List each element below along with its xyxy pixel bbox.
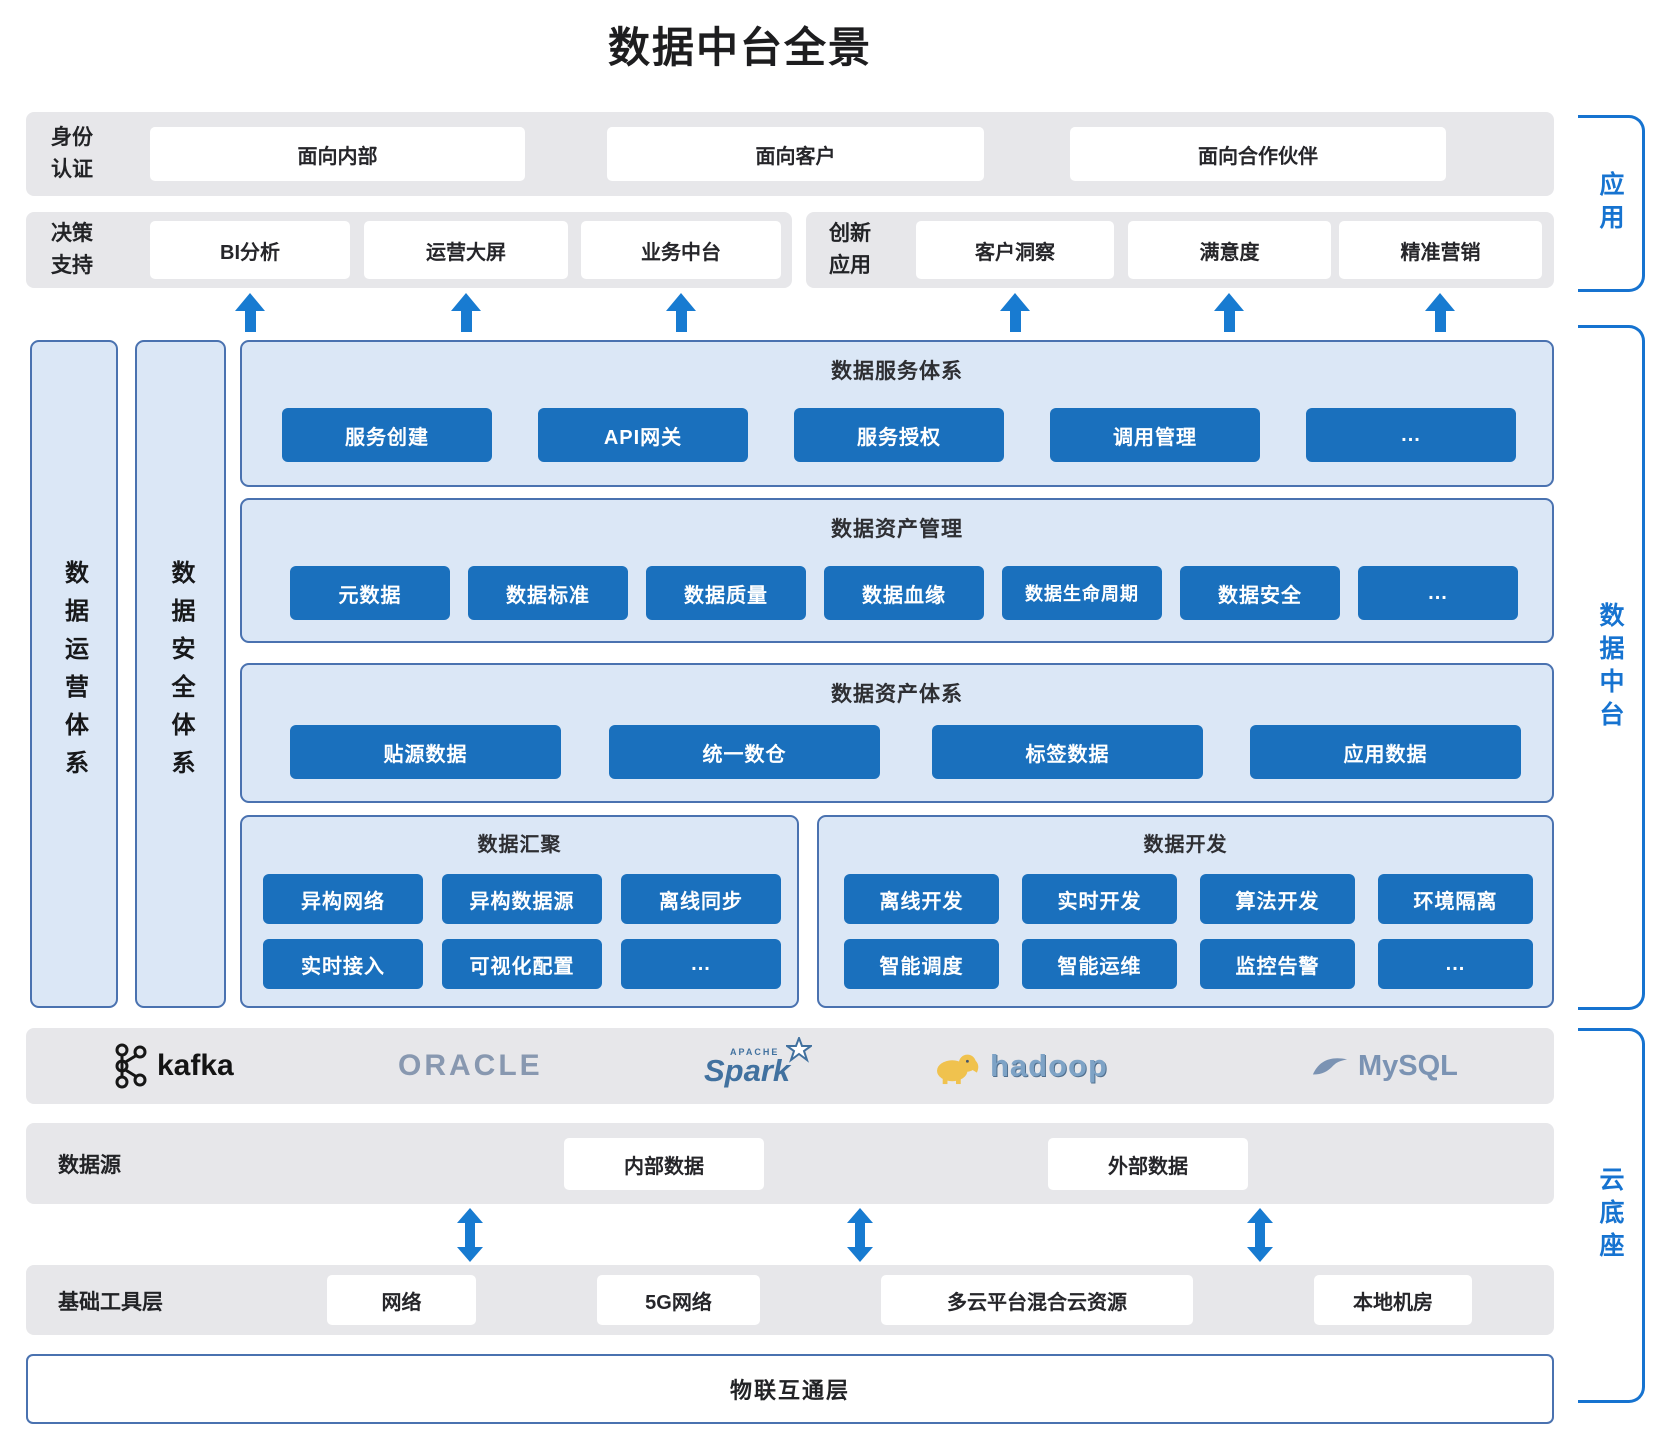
asset-mgmt-item: 数据生命周期 xyxy=(1002,566,1162,620)
development-item: 算法开发 xyxy=(1200,874,1355,924)
infrastructure-item-network: 网络 xyxy=(327,1275,476,1325)
spark-logo: APACHE Spark xyxy=(704,1028,813,1104)
panel-data-development-title: 数据开发 xyxy=(1143,834,1228,856)
aggregation-item: 实时接入 xyxy=(263,939,423,989)
pillar-data-operation: 数据运营体系 xyxy=(30,340,118,1008)
asset-sys-item: 统一数仓 xyxy=(609,725,880,779)
infrastructure-item-multicloud: 多云平台混合云资源 xyxy=(881,1275,1193,1325)
infrastructure-item-5g: 5G网络 xyxy=(597,1275,760,1325)
up-arrow-icon xyxy=(235,293,265,332)
decision-item-bi: BI分析 xyxy=(150,221,350,279)
panel-data-aggregation-title: 数据汇聚 xyxy=(477,834,562,856)
hadoop-logo-text: hadoop xyxy=(990,1048,1108,1083)
panel-data-service-title: 数据服务体系 xyxy=(831,360,963,383)
pillar-data-operation-label: 数据运营体系 xyxy=(60,560,88,788)
cloud-base-bracket-label: 云底座 xyxy=(1596,1166,1624,1265)
service-item: 服务创建 xyxy=(282,408,492,462)
development-item: 环境隔离 xyxy=(1378,874,1533,924)
asset-sys-item: 标签数据 xyxy=(932,725,1203,779)
up-arrow-icon xyxy=(1214,293,1244,332)
service-item: API网关 xyxy=(538,408,748,462)
identity-item-internal: 面向内部 xyxy=(150,127,525,181)
asset-mgmt-item-more: ... xyxy=(1358,566,1518,620)
application-bracket-label: 应用 xyxy=(1596,170,1624,237)
panel-asset-system: 数据资产体系 贴源数据 统一数仓 标签数据 应用数据 xyxy=(240,663,1554,803)
data-platform-bracket: 数据中台 xyxy=(1578,325,1645,1010)
development-item: 离线开发 xyxy=(844,874,999,924)
panel-data-aggregation: 数据汇聚 异构网络 异构数据源 离线同步 实时接入 可视化配置 ... xyxy=(240,815,799,1008)
aggregation-item: 异构网络 xyxy=(263,874,423,924)
infrastructure-band xyxy=(26,1265,1554,1335)
up-arrow-icon xyxy=(666,293,696,332)
panel-data-service: 数据服务体系 服务创建 API网关 服务授权 调用管理 ... xyxy=(240,340,1554,487)
kafka-icon xyxy=(115,1043,147,1089)
infrastructure-item-local-idc: 本地机房 xyxy=(1314,1275,1472,1325)
development-item: 监控告警 xyxy=(1200,939,1355,989)
service-item-more: ... xyxy=(1306,408,1516,462)
up-arrow-icon xyxy=(1425,293,1455,332)
spark-star-icon xyxy=(786,1037,813,1063)
double-arrow-icon xyxy=(457,1208,483,1262)
panel-asset-management-title: 数据资产管理 xyxy=(831,518,963,541)
development-item-more: ... xyxy=(1378,939,1533,989)
aggregation-item: 离线同步 xyxy=(621,874,781,924)
iot-layer: 物联互通层 xyxy=(26,1354,1554,1424)
datasource-band xyxy=(26,1123,1554,1204)
kafka-logo: kafka xyxy=(108,1028,234,1104)
identity-item-partner: 面向合作伙伴 xyxy=(1070,127,1446,181)
asset-mgmt-item: 数据质量 xyxy=(646,566,806,620)
pillar-data-security: 数据安全体系 xyxy=(135,340,226,1008)
up-arrow-icon xyxy=(1000,293,1030,332)
panel-asset-management: 数据资产管理 元数据 数据标准 数据质量 数据血缘 数据生命周期 数据安全 ..… xyxy=(240,498,1554,643)
infrastructure-label: 基础工具层 xyxy=(58,1291,163,1314)
data-platform-bracket-label: 数据中台 xyxy=(1596,601,1624,734)
page-title: 数据中台全景 xyxy=(607,24,872,71)
innovation-item-satisfaction: 满意度 xyxy=(1128,221,1331,279)
decision-label: 决策支持 xyxy=(51,222,93,277)
asset-sys-item: 应用数据 xyxy=(1250,725,1521,779)
aggregation-item: 可视化配置 xyxy=(442,939,602,989)
spark-apache-text: APACHE xyxy=(730,1047,780,1058)
oracle-logo: ORACLE xyxy=(398,1028,543,1104)
double-arrow-icon xyxy=(847,1208,873,1262)
service-item: 调用管理 xyxy=(1050,408,1260,462)
decision-item-business: 业务中台 xyxy=(581,221,781,279)
mysql-logo-text: MySQL xyxy=(1358,1049,1458,1082)
aggregation-item-more: ... xyxy=(621,939,781,989)
asset-mgmt-item: 元数据 xyxy=(290,566,450,620)
datasource-item-external: 外部数据 xyxy=(1048,1138,1248,1190)
datasource-label: 数据源 xyxy=(58,1154,121,1177)
datasource-item-internal: 内部数据 xyxy=(564,1138,764,1190)
identity-item-customer: 面向客户 xyxy=(607,127,984,181)
pillar-data-security-label: 数据安全体系 xyxy=(167,560,194,788)
application-bracket: 应用 xyxy=(1578,115,1645,292)
development-item: 智能调度 xyxy=(844,939,999,989)
asset-sys-item: 贴源数据 xyxy=(290,725,561,779)
asset-mgmt-item: 数据血缘 xyxy=(824,566,984,620)
mysql-dolphin-icon xyxy=(1312,1058,1348,1075)
tech-logos-band: kafka ORACLE APACHE Spark hadoo xyxy=(26,1028,1554,1104)
spark-logo-text: Spark xyxy=(704,1053,791,1089)
service-item: 服务授权 xyxy=(794,408,1004,462)
panel-data-development: 数据开发 离线开发 实时开发 算法开发 环境隔离 智能调度 智能运维 监控告警 … xyxy=(817,815,1554,1008)
decision-item-dashboard: 运营大屏 xyxy=(364,221,568,279)
innovation-label: 创新应用 xyxy=(829,222,871,277)
panel-asset-system-title: 数据资产体系 xyxy=(831,683,963,706)
hadoop-elephant-icon xyxy=(937,1054,979,1085)
hadoop-logo: hadoop xyxy=(931,1028,1108,1104)
development-item: 智能运维 xyxy=(1022,939,1177,989)
mysql-logo: MySQL xyxy=(1311,1028,1458,1104)
asset-mgmt-item: 数据标准 xyxy=(468,566,628,620)
kafka-logo-text: kafka xyxy=(157,1049,234,1082)
development-item: 实时开发 xyxy=(1022,874,1177,924)
identity-label: 身份认证 xyxy=(51,126,93,181)
innovation-item-insight: 客户洞察 xyxy=(916,221,1114,279)
oracle-logo-text: ORACLE xyxy=(398,1049,543,1082)
aggregation-item: 异构数据源 xyxy=(442,874,602,924)
up-arrow-icon xyxy=(451,293,481,332)
innovation-item-marketing: 精准营销 xyxy=(1339,221,1542,279)
cloud-base-bracket: 云底座 xyxy=(1578,1028,1645,1403)
asset-mgmt-item: 数据安全 xyxy=(1180,566,1340,620)
double-arrow-icon xyxy=(1247,1208,1273,1262)
